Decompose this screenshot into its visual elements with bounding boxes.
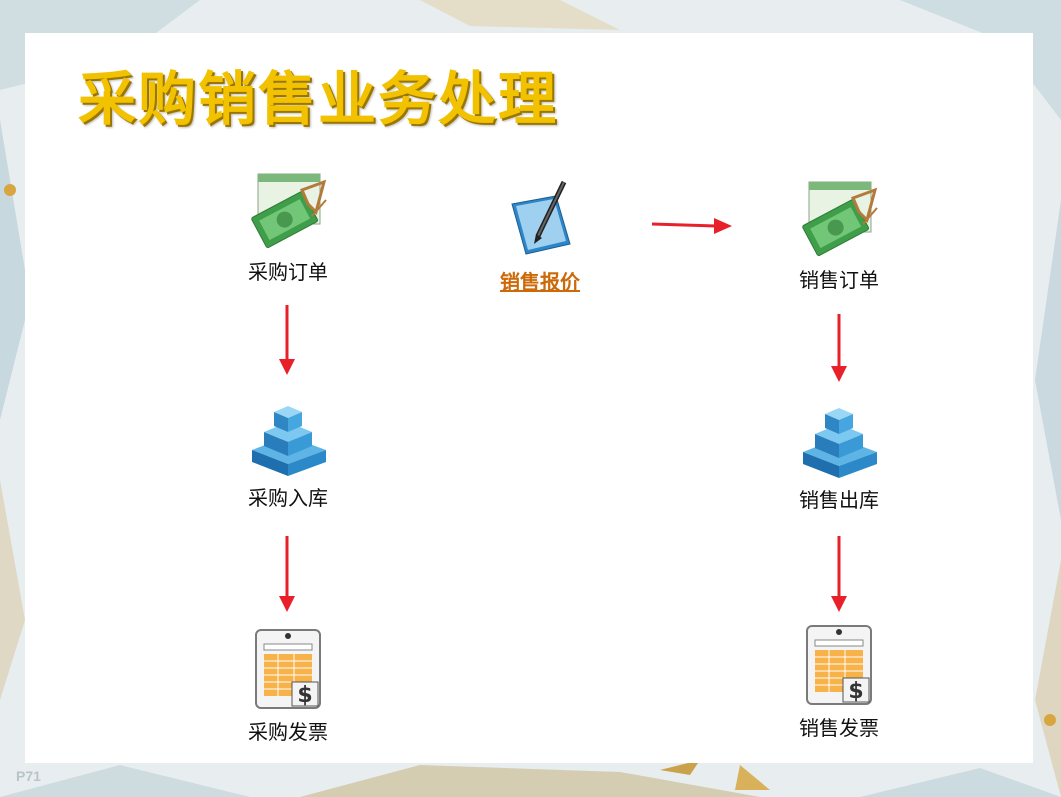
node-sales-quote[interactable]: 销售报价 [470,178,610,295]
node-label: 销售订单 [799,268,879,292]
svg-text:$: $ [848,679,863,704]
order-document-icon [802,181,878,257]
slide-title: 采购销售业务处理 [78,65,559,133]
arrow-down-icon [831,536,847,612]
arrow-down-icon [831,314,847,382]
invoice-dollar-icon: $ [255,629,321,709]
node-label: 采购入库 [248,486,328,510]
node-purchase-order[interactable]: 采购订单 [218,170,358,285]
page-number: P71 [16,768,41,784]
warehouse-stack-icon [803,408,877,478]
notepad-pen-icon [511,180,571,255]
node-label: 采购订单 [248,260,328,284]
svg-text:$: $ [297,683,312,708]
node-label: 采购发票 [248,720,328,744]
arrow-down-icon [279,305,295,375]
invoice-dollar-icon: $ [806,625,872,705]
node-label: 销售发票 [799,716,879,740]
order-document-icon [251,173,327,249]
node-sales-invoice[interactable]: $ 销售发票 [769,622,909,741]
node-label: 销售出库 [799,488,879,512]
node-sales-order[interactable]: 销售订单 [769,178,909,293]
node-sales-outbound[interactable]: 销售出库 [769,400,909,513]
node-purchase-invoice[interactable]: $ 采购发票 [218,626,358,745]
arrow-right-icon [651,218,732,234]
sales-quote-link[interactable]: 销售报价 [500,270,580,294]
node-purchase-inbound[interactable]: 采购入库 [218,398,358,511]
warehouse-stack-icon [252,406,326,476]
arrow-down-icon [279,536,295,612]
